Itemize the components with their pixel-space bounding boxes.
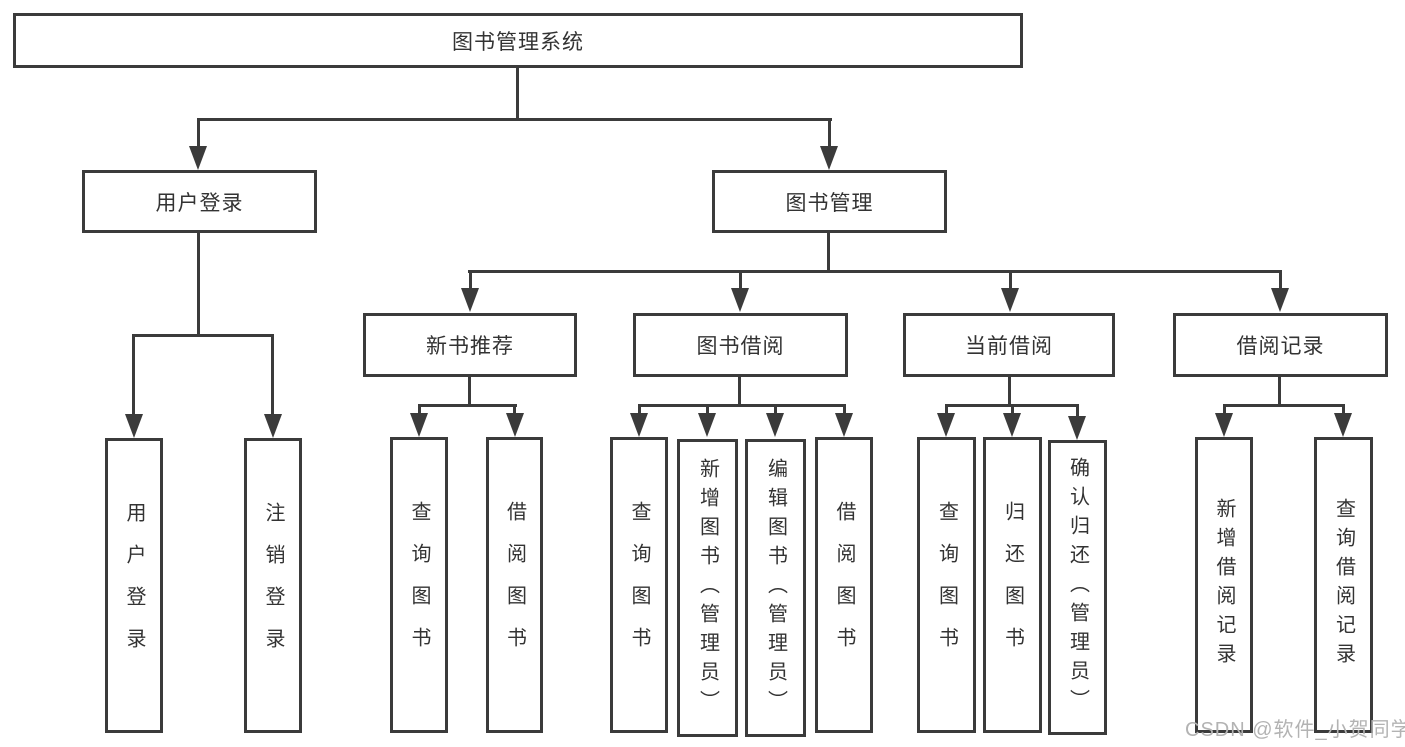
arrow-down-icon bbox=[820, 146, 838, 170]
connector-borrow-drop-1 bbox=[638, 406, 641, 413]
node-label: 归还图书 bbox=[1001, 501, 1024, 669]
connector-recommend-drop-2 bbox=[513, 406, 516, 413]
node-current-confirm-return-admin: 确认归还（管理员） bbox=[1048, 440, 1107, 735]
connector-current-drop-3 bbox=[1076, 406, 1079, 416]
connector-records-stub bbox=[1278, 375, 1281, 406]
arrow-down-icon bbox=[264, 414, 282, 438]
connector-records-drop-2 bbox=[1342, 406, 1345, 413]
arrow-down-icon bbox=[835, 413, 853, 437]
arrow-down-icon bbox=[189, 146, 207, 170]
connector-root-drop-left bbox=[197, 120, 200, 148]
connector-records-drop-1 bbox=[1223, 406, 1226, 413]
connector-current-stub bbox=[1008, 375, 1011, 406]
node-user-login-leaf: 用户登录 bbox=[105, 438, 163, 733]
connector-userlogin-drop-left bbox=[132, 336, 135, 414]
node-current-borrowing: 当前借阅 bbox=[903, 313, 1115, 377]
connector-current-drop-2 bbox=[1011, 406, 1014, 413]
connector-recommend-drop-1 bbox=[418, 406, 421, 413]
node-new-book-recommend: 新书推荐 bbox=[363, 313, 577, 377]
node-label: 图书借阅 bbox=[696, 335, 785, 358]
arrow-down-icon bbox=[125, 414, 143, 438]
arrow-down-icon bbox=[1001, 288, 1019, 312]
node-borrow-query-books: 查询图书 bbox=[610, 437, 668, 733]
node-current-query-books: 查询图书 bbox=[917, 437, 976, 733]
connector-root-stub bbox=[516, 66, 519, 120]
node-label: 用户登录 bbox=[123, 501, 145, 670]
node-label: 图书管理系统 bbox=[452, 30, 584, 54]
arrow-down-icon bbox=[698, 413, 716, 437]
node-records-add-record: 新增借阅记录 bbox=[1195, 437, 1253, 733]
connector-userlogin-drop-right bbox=[271, 336, 274, 414]
connector-root-drop-right bbox=[828, 120, 831, 148]
node-recommend-query-books: 查询图书 bbox=[390, 437, 448, 733]
arrow-down-icon bbox=[731, 288, 749, 312]
node-borrow-add-books-admin: 新增图书（管理员） bbox=[677, 439, 738, 737]
arrow-down-icon bbox=[1068, 416, 1086, 440]
arrow-down-icon bbox=[1215, 413, 1233, 437]
connector-borrow-drop-2 bbox=[706, 406, 709, 413]
connector-borrow-stub bbox=[738, 375, 741, 406]
node-label: 新增图书（管理员） bbox=[696, 457, 719, 719]
node-label: 查询借阅记录 bbox=[1332, 498, 1355, 672]
node-library-management-system: 图书管理系统 bbox=[13, 13, 1023, 68]
arrow-down-icon bbox=[1271, 288, 1289, 312]
arrow-down-icon bbox=[1003, 413, 1021, 437]
connector-borrow-hline bbox=[638, 404, 846, 407]
node-label: 查询图书 bbox=[935, 501, 958, 669]
arrow-down-icon bbox=[766, 413, 784, 437]
node-label: 编辑图书（管理员） bbox=[764, 457, 787, 719]
connector-bookmgmt-drop-1 bbox=[469, 272, 472, 288]
node-records-query-record: 查询借阅记录 bbox=[1314, 437, 1373, 733]
arrow-down-icon bbox=[1334, 413, 1352, 437]
connector-bookmgmt-hline bbox=[468, 270, 1282, 273]
node-label: 确认归还（管理员） bbox=[1066, 457, 1089, 718]
connector-records-hline bbox=[1223, 404, 1345, 407]
connector-recommend-stub bbox=[468, 375, 471, 406]
connector-bookmgmt-drop-2 bbox=[739, 272, 742, 288]
arrow-down-icon bbox=[461, 288, 479, 312]
node-logout-login: 注销登录 bbox=[244, 438, 302, 733]
connector-current-drop-1 bbox=[945, 406, 948, 413]
node-current-return-books: 归还图书 bbox=[983, 437, 1042, 733]
node-borrow-borrow-books: 借阅图书 bbox=[815, 437, 873, 733]
node-recommend-borrow-books: 借阅图书 bbox=[486, 437, 543, 733]
connector-borrow-drop-4 bbox=[843, 406, 846, 413]
connector-bookmgmt-drop-3 bbox=[1009, 272, 1012, 288]
node-borrowing-records: 借阅记录 bbox=[1173, 313, 1388, 377]
connector-bookmgmt-drop-4 bbox=[1279, 272, 1282, 288]
node-label: 查询图书 bbox=[408, 501, 430, 669]
node-book-management: 图书管理 bbox=[712, 170, 947, 233]
node-label: 图书管理 bbox=[785, 191, 874, 215]
node-user-login: 用户登录 bbox=[82, 170, 317, 233]
connector-recommend-hline bbox=[418, 404, 517, 407]
arrow-down-icon bbox=[410, 413, 428, 437]
connector-borrow-drop-3 bbox=[774, 406, 777, 413]
arrow-down-icon bbox=[937, 413, 955, 437]
node-book-borrowing: 图书借阅 bbox=[633, 313, 848, 377]
connector-root-hline bbox=[197, 118, 832, 121]
node-label: 借阅图书 bbox=[833, 501, 855, 669]
arrow-down-icon bbox=[630, 413, 648, 437]
node-label: 借阅记录 bbox=[1236, 335, 1325, 358]
node-label: 查询图书 bbox=[628, 501, 650, 669]
node-label: 新书推荐 bbox=[426, 335, 514, 358]
connector-current-hline bbox=[945, 404, 1079, 407]
node-label: 用户登录 bbox=[155, 191, 244, 215]
node-label: 当前借阅 bbox=[965, 335, 1053, 358]
arrow-down-icon bbox=[506, 413, 524, 437]
csdn-watermark: CSDN @软件_小贺同学 bbox=[1185, 719, 1405, 741]
node-label: 新增借阅记录 bbox=[1213, 498, 1235, 672]
connector-userlogin-hline bbox=[132, 334, 274, 337]
connector-bookmgmt-stub bbox=[827, 231, 830, 273]
node-label: 借阅图书 bbox=[503, 501, 526, 669]
connector-userlogin-stub bbox=[197, 231, 200, 337]
node-label: 注销登录 bbox=[262, 501, 284, 670]
node-borrow-edit-books-admin: 编辑图书（管理员） bbox=[745, 439, 806, 737]
